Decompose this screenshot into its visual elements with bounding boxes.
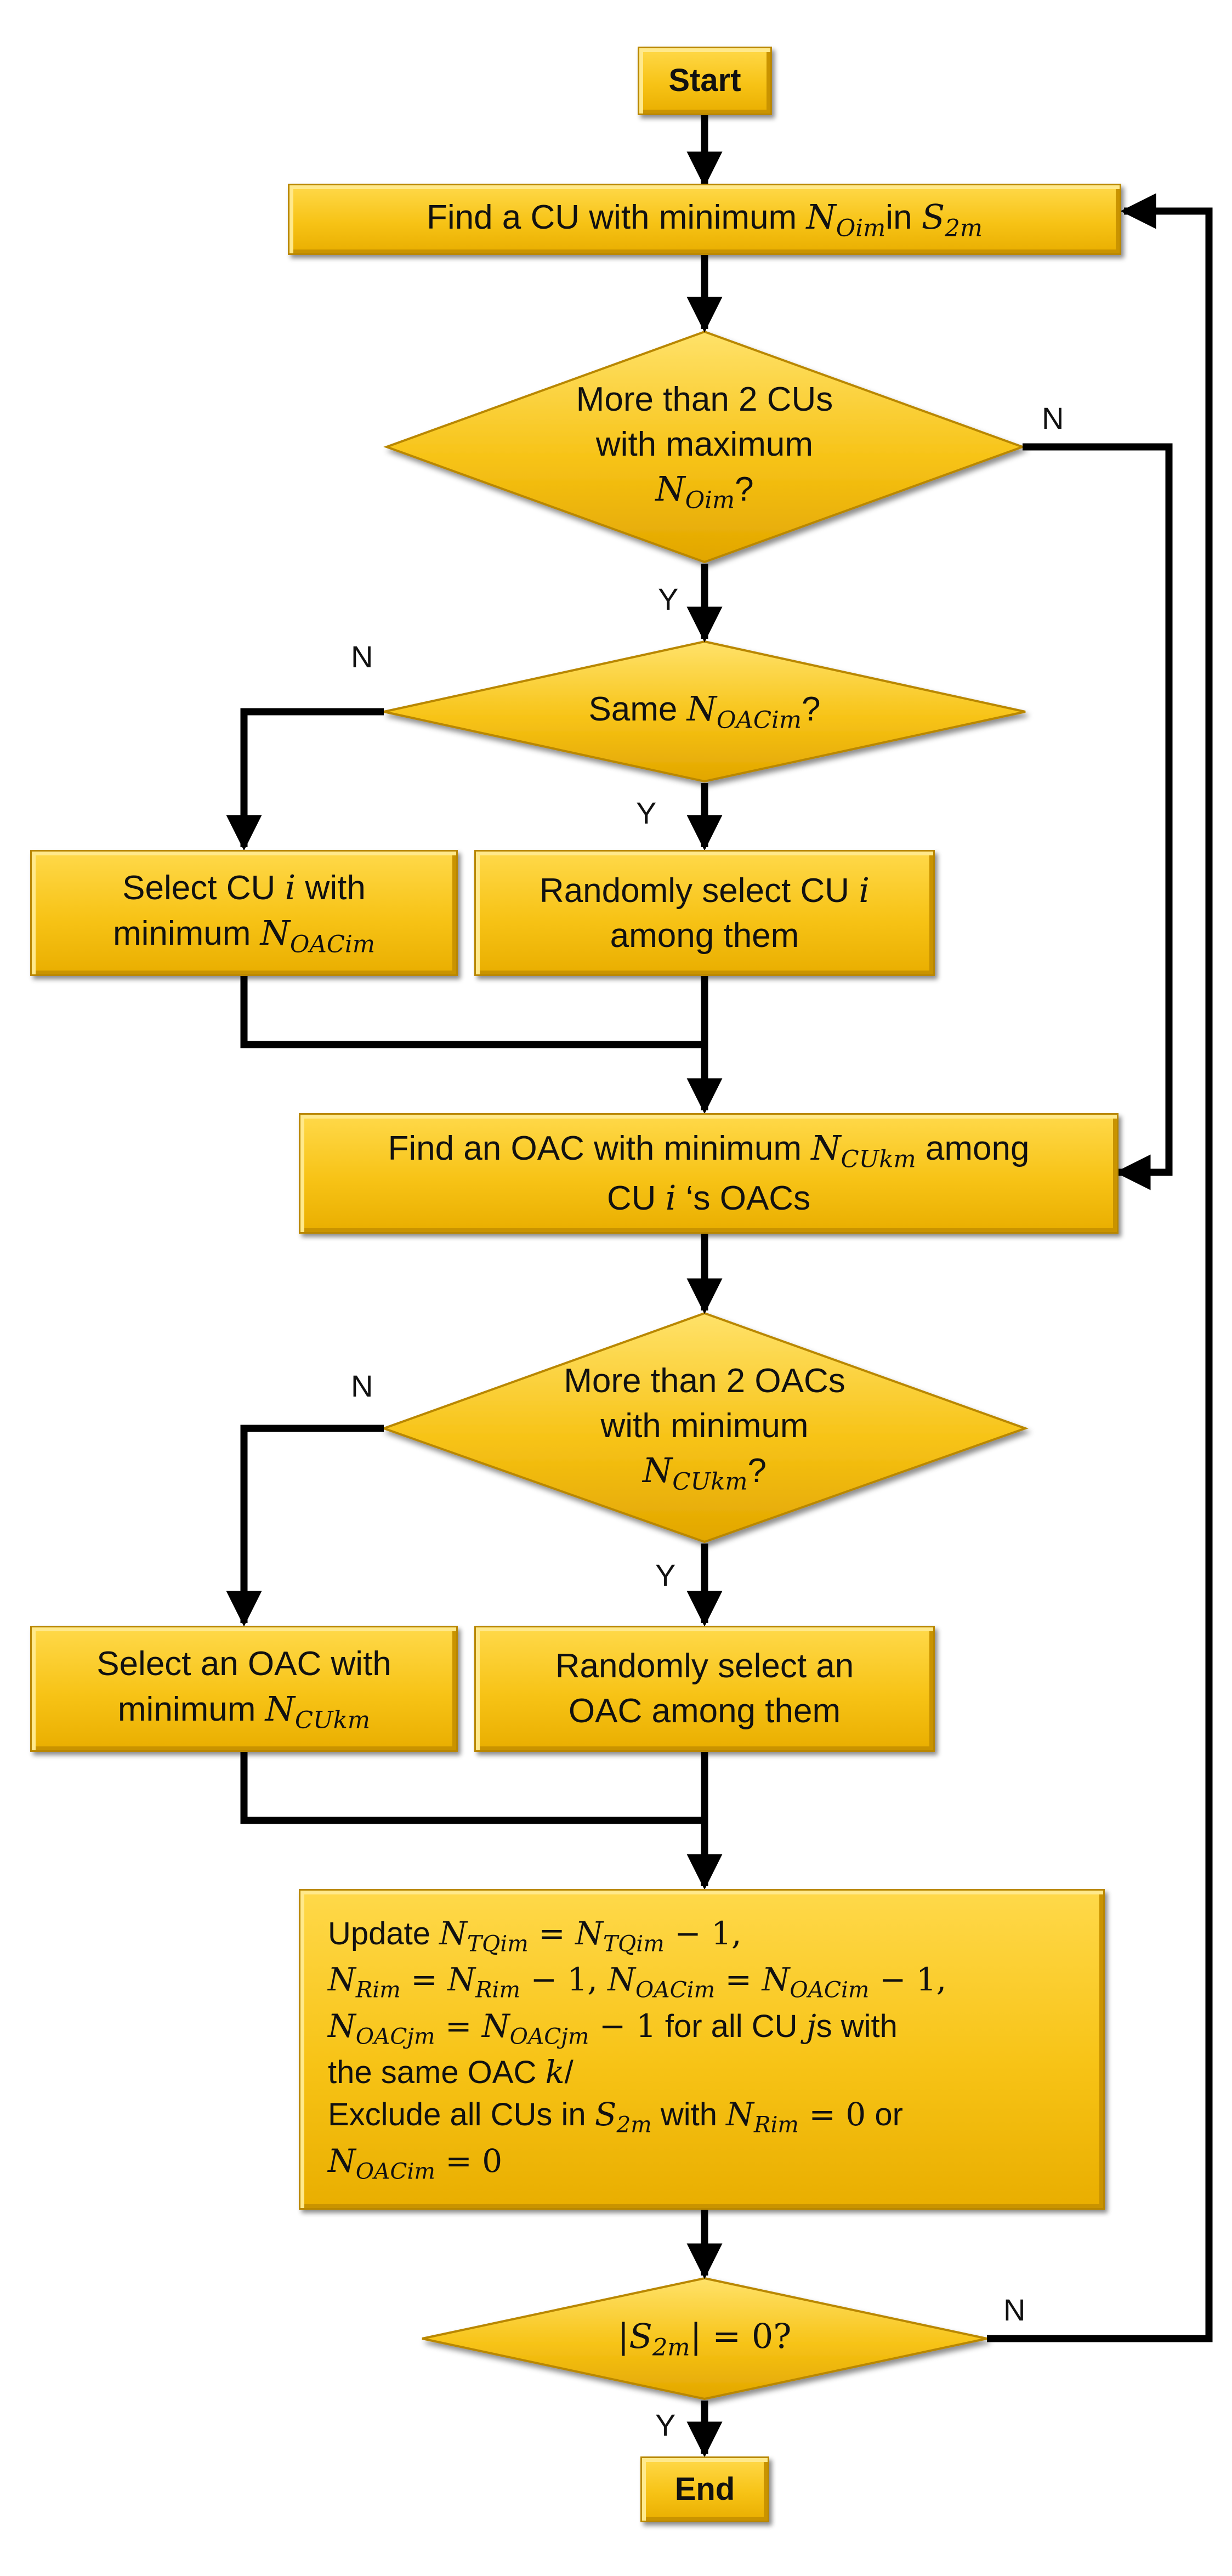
start-label: Start (668, 63, 741, 99)
label-no-same-noac: N (351, 639, 373, 674)
randomly-select-cu-box: Randomly select CU i among them (474, 850, 935, 976)
label-no-max-cus: N (1042, 401, 1064, 435)
arrow-set-empty-no (987, 193, 1213, 2342)
label-no-set-empty: N (1003, 2293, 1026, 2327)
connector-select-oac-merge (240, 1752, 705, 1824)
find-cu-process: Find a CU with minimum NOimin S2m (288, 184, 1121, 255)
select-oac-min-ncu-box: Select an OAC with minimum NCUkm (30, 1626, 458, 1752)
update-counters-box: Update NTQim = NTQim − 1, NRim = NRim − … (299, 1889, 1105, 2210)
find-oac-process: Find an OAC with minimum NCUkm among CU … (299, 1113, 1119, 1234)
arrow-same-noac-no (226, 708, 384, 851)
find-cu-text: Find a CU with minimum NOimin S2m (426, 196, 983, 242)
decision-diamond-set-empty (422, 2277, 987, 2401)
label-yes-same-noac: Y (636, 796, 657, 830)
end-label: End (674, 2471, 735, 2507)
end-terminal: End (640, 2456, 769, 2522)
decision-set-empty-text: |S2m| = 0? (617, 2316, 792, 2362)
label-yes-set-empty: Y (655, 2408, 676, 2442)
start-terminal: Start (638, 47, 772, 115)
decision-same-noac-text: Same NOACim? (588, 689, 821, 734)
decision-diamond-more-oacs (381, 1312, 1029, 1544)
decision-more-oacs-text: More than 2 OACs with minimum NCUkm? (564, 1361, 845, 1496)
randomly-select-oac-box: Randomly select an OAC among them (474, 1626, 935, 1752)
label-yes-more-oacs: Y (655, 1558, 676, 1592)
decision-max-cus-text: More than 2 CUs with maximum NOim? (576, 380, 833, 514)
arrow-more-oacs-no (226, 1425, 384, 1627)
label-yes-max-cus: Y (658, 582, 679, 616)
select-cu-min-noac-box: Select CU i with minimum NOACim (30, 850, 458, 976)
arrow-max-cus-no (1023, 443, 1173, 1190)
label-no-more-oacs: N (351, 1369, 373, 1403)
connector-select-cu-merge (240, 976, 705, 1048)
decision-diamond-same-noac (383, 640, 1026, 783)
decision-diamond-max-cus (383, 330, 1026, 564)
